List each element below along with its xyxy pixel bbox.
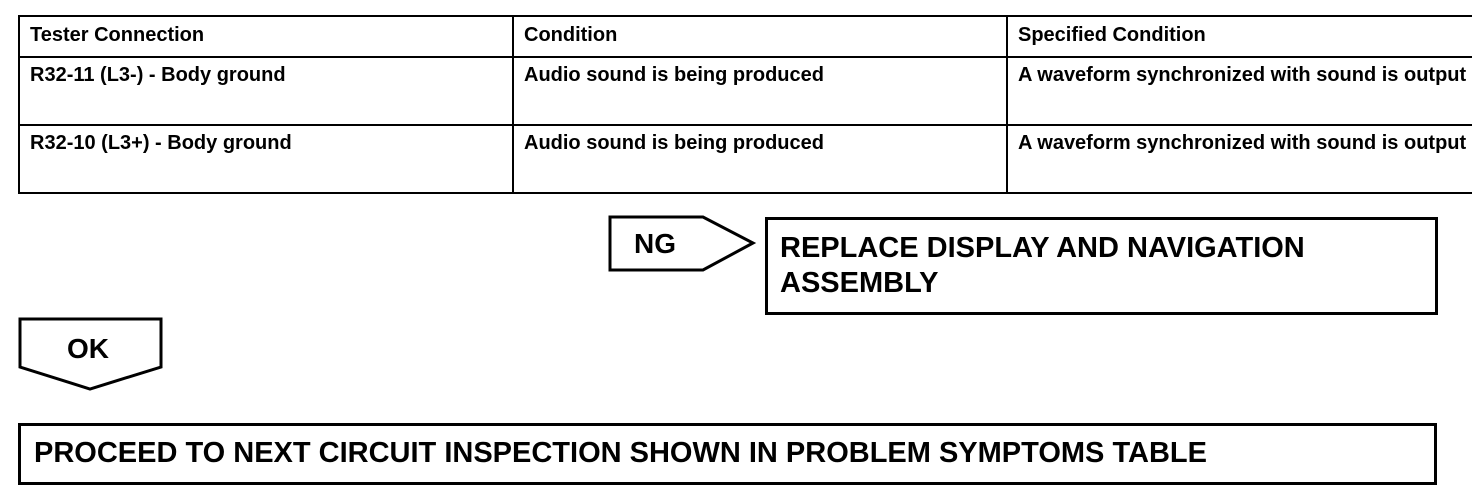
cell-tester-connection: R32-10 (L3+) - Body ground [18,124,514,194]
cell-specified-condition: A waveform synchronized with sound is ou… [1006,56,1472,126]
ok-arrow-icon [18,317,163,391]
table-row: R32-10 (L3+) - Body ground Audio sound i… [18,124,1472,194]
ng-arrow-icon [608,215,757,272]
inspection-table: Tester Connection Condition Specified Co… [18,15,1472,194]
cell-specified-condition: A waveform synchronized with sound is ou… [1006,124,1472,194]
header-condition: Condition [512,15,1008,58]
ng-result-box: REPLACE DISPLAY AND NAVIGATION ASSEMBLY [765,217,1438,315]
table-row: R32-11 (L3-) - Body ground Audio sound i… [18,56,1472,126]
ok-result-box: PROCEED TO NEXT CIRCUIT INSPECTION SHOWN… [18,423,1437,485]
ok-label: OK [67,333,109,364]
cell-tester-connection: R32-11 (L3-) - Body ground [18,56,514,126]
ng-label: NG [634,228,676,259]
cell-condition: Audio sound is being produced [512,56,1008,126]
header-tester-connection: Tester Connection [18,15,514,58]
table-header-row: Tester Connection Condition Specified Co… [18,15,1472,58]
header-specified-condition: Specified Condition [1006,15,1472,58]
cell-condition: Audio sound is being produced [512,124,1008,194]
